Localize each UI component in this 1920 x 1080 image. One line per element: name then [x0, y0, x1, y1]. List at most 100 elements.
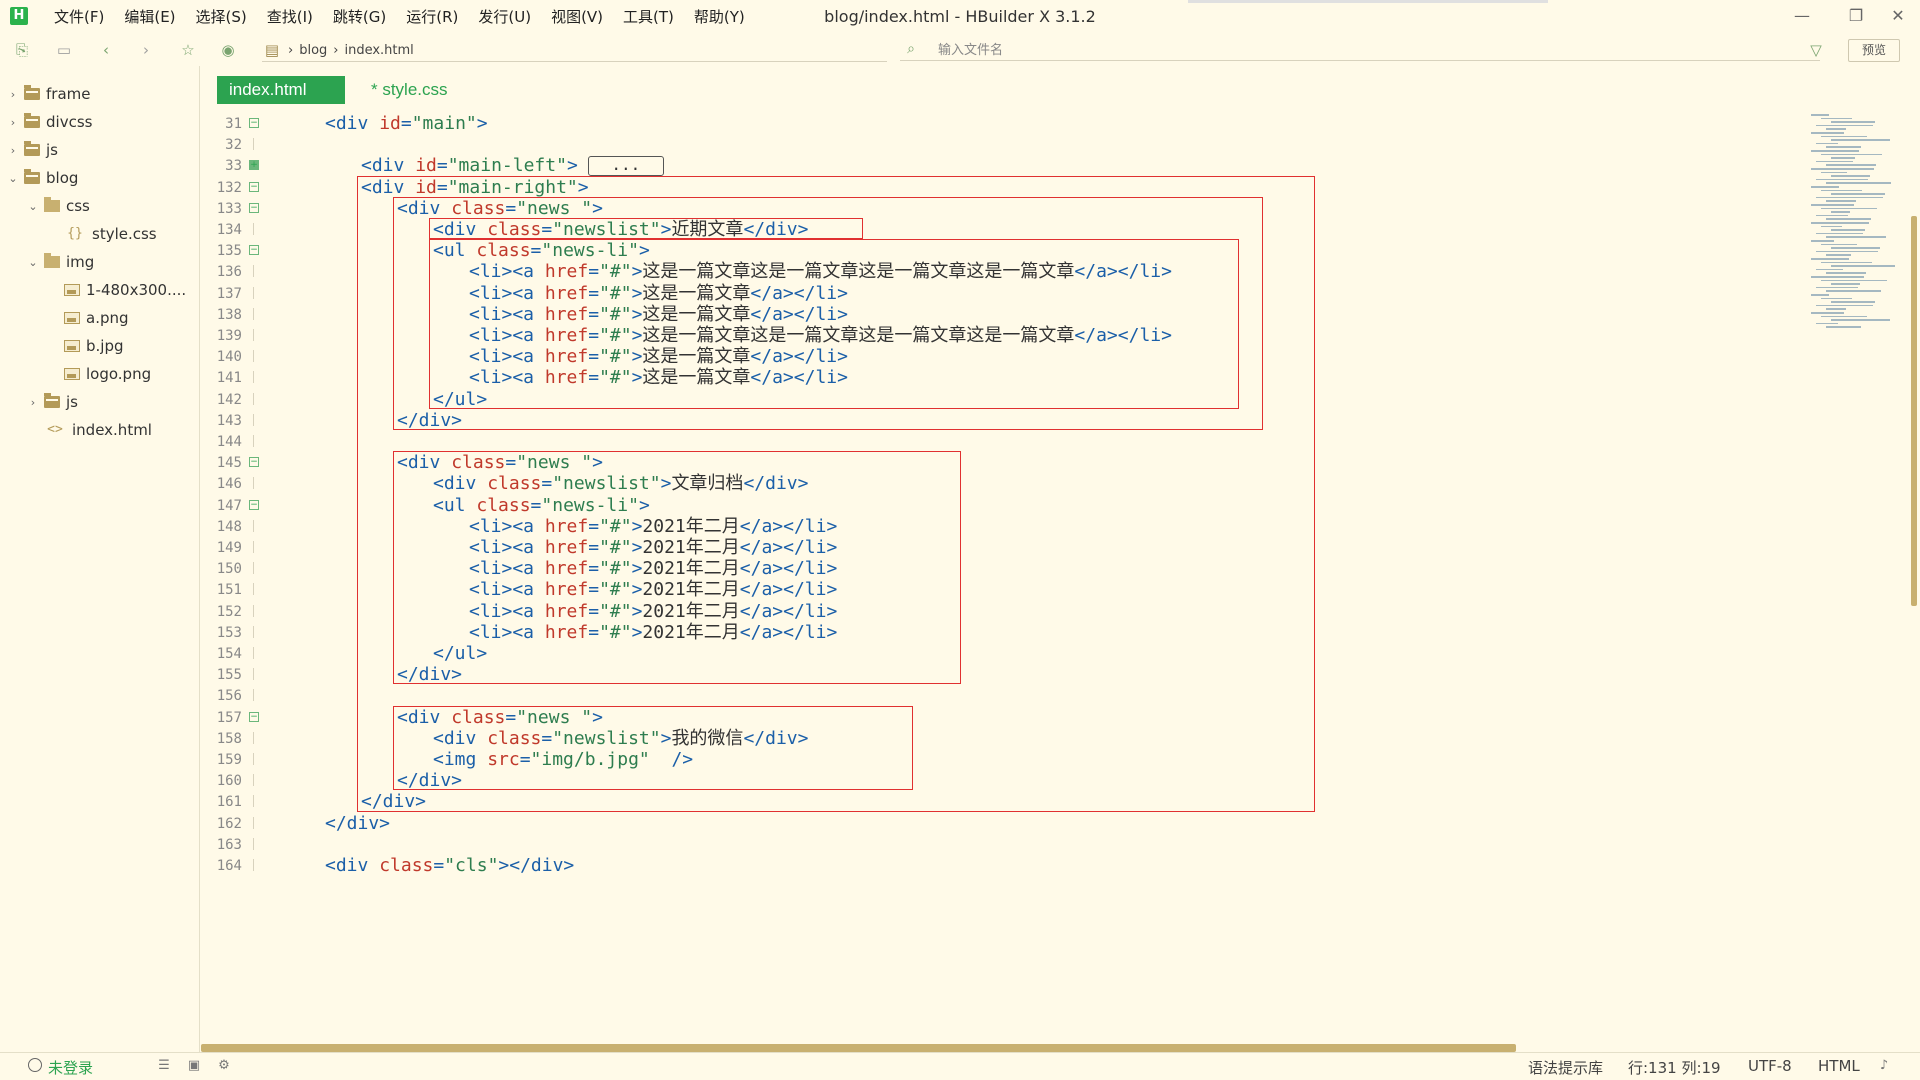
list-icon[interactable]: ☰: [158, 1058, 170, 1073]
minimap[interactable]: [1811, 114, 1916, 354]
fold-expand-icon[interactable]: +: [249, 160, 259, 171]
code-line[interactable]: <li><a href="#">这是一篇文章这是一篇文章这是一篇文章这是一篇文章…: [469, 323, 1172, 349]
code-line[interactable]: </div>: [397, 662, 462, 688]
code-line[interactable]: <img src="img/b.jpg" />: [433, 747, 693, 773]
code-line[interactable]: <ul class="news-li">: [433, 493, 650, 519]
menu-item-6[interactable]: 发行(U): [478, 8, 532, 26]
chevron-right-icon[interactable]: ›: [30, 395, 36, 409]
fold-collapse-icon[interactable]: −: [249, 202, 259, 213]
cursor-position[interactable]: 行:131 列:19: [1628, 1059, 1721, 1077]
tree-item-5[interactable]: {}style.css: [0, 220, 199, 248]
menu-item-2[interactable]: 选择(S): [195, 8, 247, 26]
chevron-right-icon[interactable]: ›: [10, 143, 16, 157]
code-line[interactable]: <li><a href="#">2021年二月</a></li>: [469, 577, 837, 603]
code-area[interactable]: <div id="main"><div id="main-left">...<d…: [305, 106, 1765, 1052]
tree-item-9[interactable]: b.jpg: [0, 332, 199, 360]
new-file-icon[interactable]: ⎘: [15, 41, 28, 59]
chevron-right-icon[interactable]: ›: [10, 87, 16, 101]
fold-collapse-icon[interactable]: −: [249, 245, 259, 256]
fold-collapse-icon[interactable]: −: [249, 457, 259, 468]
menu-item-7[interactable]: 视图(V): [551, 8, 604, 26]
code-line[interactable]: <div class="news ">: [397, 450, 603, 476]
minimize-button[interactable]: —: [1794, 6, 1810, 25]
code-line[interactable]: <li><a href="#">这是一篇文章</a></li>: [469, 365, 848, 391]
tree-item-2[interactable]: ›js: [0, 136, 199, 164]
code-line[interactable]: <div class="newslist">文章归档</div>: [433, 471, 808, 497]
code-line[interactable]: <li><a href="#">这是一篇文章</a></li>: [469, 344, 848, 370]
maximize-button[interactable]: ❐: [1848, 6, 1864, 25]
preview-button[interactable]: 预览: [1848, 39, 1900, 62]
code-line[interactable]: <div id="main-left">...: [361, 153, 664, 179]
code-line[interactable]: <li><a href="#">2021年二月</a></li>: [469, 514, 837, 540]
menu-item-9[interactable]: 帮助(Y): [693, 8, 745, 26]
star-icon[interactable]: ☆: [181, 41, 195, 59]
fold-collapse-icon[interactable]: −: [249, 118, 259, 128]
chevron-right-icon[interactable]: ›: [10, 115, 16, 129]
login-status[interactable]: 未登录: [48, 1059, 94, 1077]
tree-item-0[interactable]: ›frame: [0, 80, 199, 108]
save-icon[interactable]: ▭: [56, 41, 72, 59]
fold-collapse-icon[interactable]: −: [249, 499, 259, 510]
tree-item-12[interactable]: <>index.html: [0, 416, 199, 444]
tree-item-8[interactable]: a.png: [0, 304, 199, 332]
menu-item-0[interactable]: 文件(F): [54, 8, 105, 26]
tree-item-3[interactable]: ⌄blog: [0, 164, 199, 192]
code-line[interactable]: <li><a href="#">这是一篇文章</a></li>: [469, 302, 848, 328]
tree-item-6[interactable]: ⌄img: [0, 248, 199, 276]
breadcrumb-item-index[interactable]: index.html: [344, 42, 414, 58]
filter-icon[interactable]: ▽: [1810, 41, 1822, 59]
code-line[interactable]: <div class="news ">: [397, 196, 603, 222]
code-line[interactable]: </div>: [361, 789, 426, 815]
code-line[interactable]: <li><a href="#">2021年二月</a></li>: [469, 535, 837, 561]
code-line[interactable]: <li><a href="#">这是一篇文章这是一篇文章这是一篇文章这是一篇文章…: [469, 259, 1172, 285]
code-line[interactable]: </ul>: [433, 641, 487, 667]
menu-item-4[interactable]: 跳转(G): [332, 8, 387, 26]
menu-item-8[interactable]: 工具(T): [623, 8, 674, 26]
forward-icon[interactable]: ›: [143, 41, 149, 59]
code-line[interactable]: <li><a href="#">2021年二月</a></li>: [469, 556, 837, 582]
code-line[interactable]: <div id="main">: [325, 111, 488, 137]
close-button[interactable]: ✕: [1891, 6, 1905, 25]
tree-item-1[interactable]: ›divcss: [0, 108, 199, 136]
code-line[interactable]: </div>: [397, 768, 462, 794]
code-line[interactable]: <div class="news ">: [397, 705, 603, 731]
tree-item-7[interactable]: 1-480x300....: [0, 276, 199, 304]
menu-item-1[interactable]: 编辑(E): [124, 8, 176, 26]
menu-item-3[interactable]: 查找(I): [266, 8, 313, 26]
code-line[interactable]: <ul class="news-li">: [433, 238, 650, 264]
tree-item-11[interactable]: ›js: [0, 388, 199, 416]
syntax-hint-library[interactable]: 语法提示库: [1528, 1059, 1604, 1077]
encoding[interactable]: UTF-8: [1748, 1057, 1792, 1075]
collapsed-region-placeholder[interactable]: ...: [587, 156, 664, 177]
code-line[interactable]: <div id="main-right">: [361, 175, 589, 201]
code-line[interactable]: <li><a href="#">2021年二月</a></li>: [469, 620, 837, 646]
code-line[interactable]: </div>: [325, 811, 390, 837]
horizontal-scrollbar[interactable]: [201, 1044, 1516, 1052]
tree-item-4[interactable]: ⌄css: [0, 192, 199, 220]
fold-collapse-icon[interactable]: −: [249, 181, 259, 192]
tab-style-css[interactable]: * style.css: [371, 80, 448, 99]
chevron-down-icon[interactable]: ⌄: [28, 255, 38, 269]
menu-item-5[interactable]: 运行(R): [406, 8, 459, 26]
tree-item-10[interactable]: logo.png: [0, 360, 199, 388]
file-search-input[interactable]: [900, 39, 1820, 61]
code-line[interactable]: <div class="cls"></div>: [325, 853, 574, 879]
tab-index-html[interactable]: index.html: [217, 76, 345, 104]
back-icon[interactable]: ‹: [103, 41, 109, 59]
code-line[interactable]: </div>: [397, 408, 462, 434]
breadcrumb-item-blog[interactable]: blog: [299, 42, 328, 58]
fold-collapse-icon[interactable]: −: [249, 711, 259, 722]
chevron-down-icon[interactable]: ⌄: [8, 171, 18, 185]
code-line[interactable]: <div class="newslist">近期文章</div>: [433, 217, 808, 243]
code-line[interactable]: <li><a href="#">2021年二月</a></li>: [469, 599, 837, 625]
console-icon[interactable]: ▣: [187, 1058, 201, 1073]
chevron-down-icon[interactable]: ⌄: [28, 199, 38, 213]
vertical-scrollbar[interactable]: [1911, 216, 1917, 606]
notification-bell-icon[interactable]: ♪: [1879, 1058, 1889, 1073]
run-icon[interactable]: ◉: [221, 41, 235, 59]
code-line[interactable]: <li><a href="#">这是一篇文章</a></li>: [469, 281, 848, 307]
code-line[interactable]: </ul>: [433, 387, 487, 413]
code-line[interactable]: <div class="newslist">我的微信</div>: [433, 726, 808, 752]
language-mode[interactable]: HTML: [1818, 1057, 1860, 1075]
plugin-icon[interactable]: ⚙: [218, 1058, 230, 1073]
